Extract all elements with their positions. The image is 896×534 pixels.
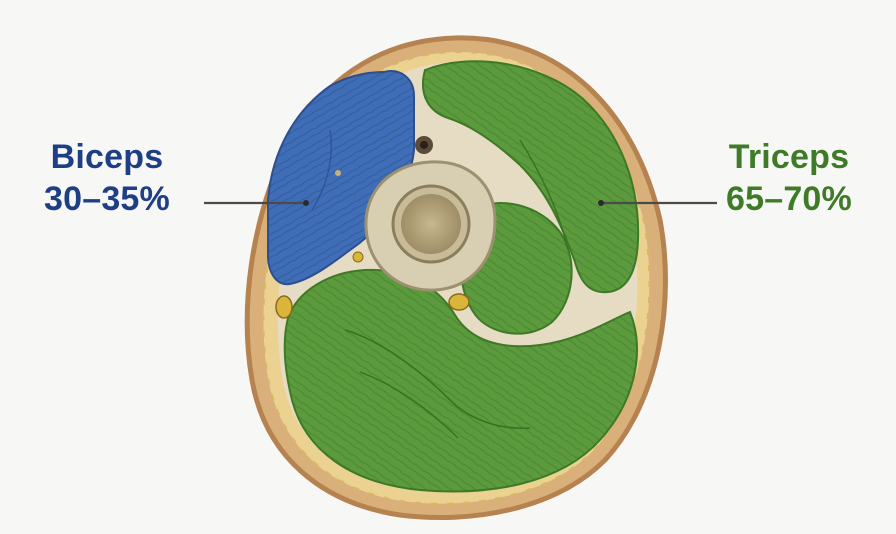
triceps-name: Triceps — [728, 138, 850, 176]
biceps-label: Biceps 30–35% — [44, 136, 170, 220]
biceps-pointer-dot — [303, 200, 309, 206]
biceps-name: Biceps — [50, 138, 164, 176]
biceps-muscle-icon — [267, 70, 415, 286]
biceps-share: 30–35% — [44, 180, 170, 218]
triceps-label: Triceps 65–70% — [726, 136, 852, 220]
triceps-share: 65–70% — [726, 180, 852, 218]
triceps-pointer-dot — [598, 200, 604, 206]
neurovascular-bundle — [275, 136, 470, 319]
humerus-bone-icon — [364, 160, 497, 292]
triceps-muscle-icon — [283, 60, 640, 493]
